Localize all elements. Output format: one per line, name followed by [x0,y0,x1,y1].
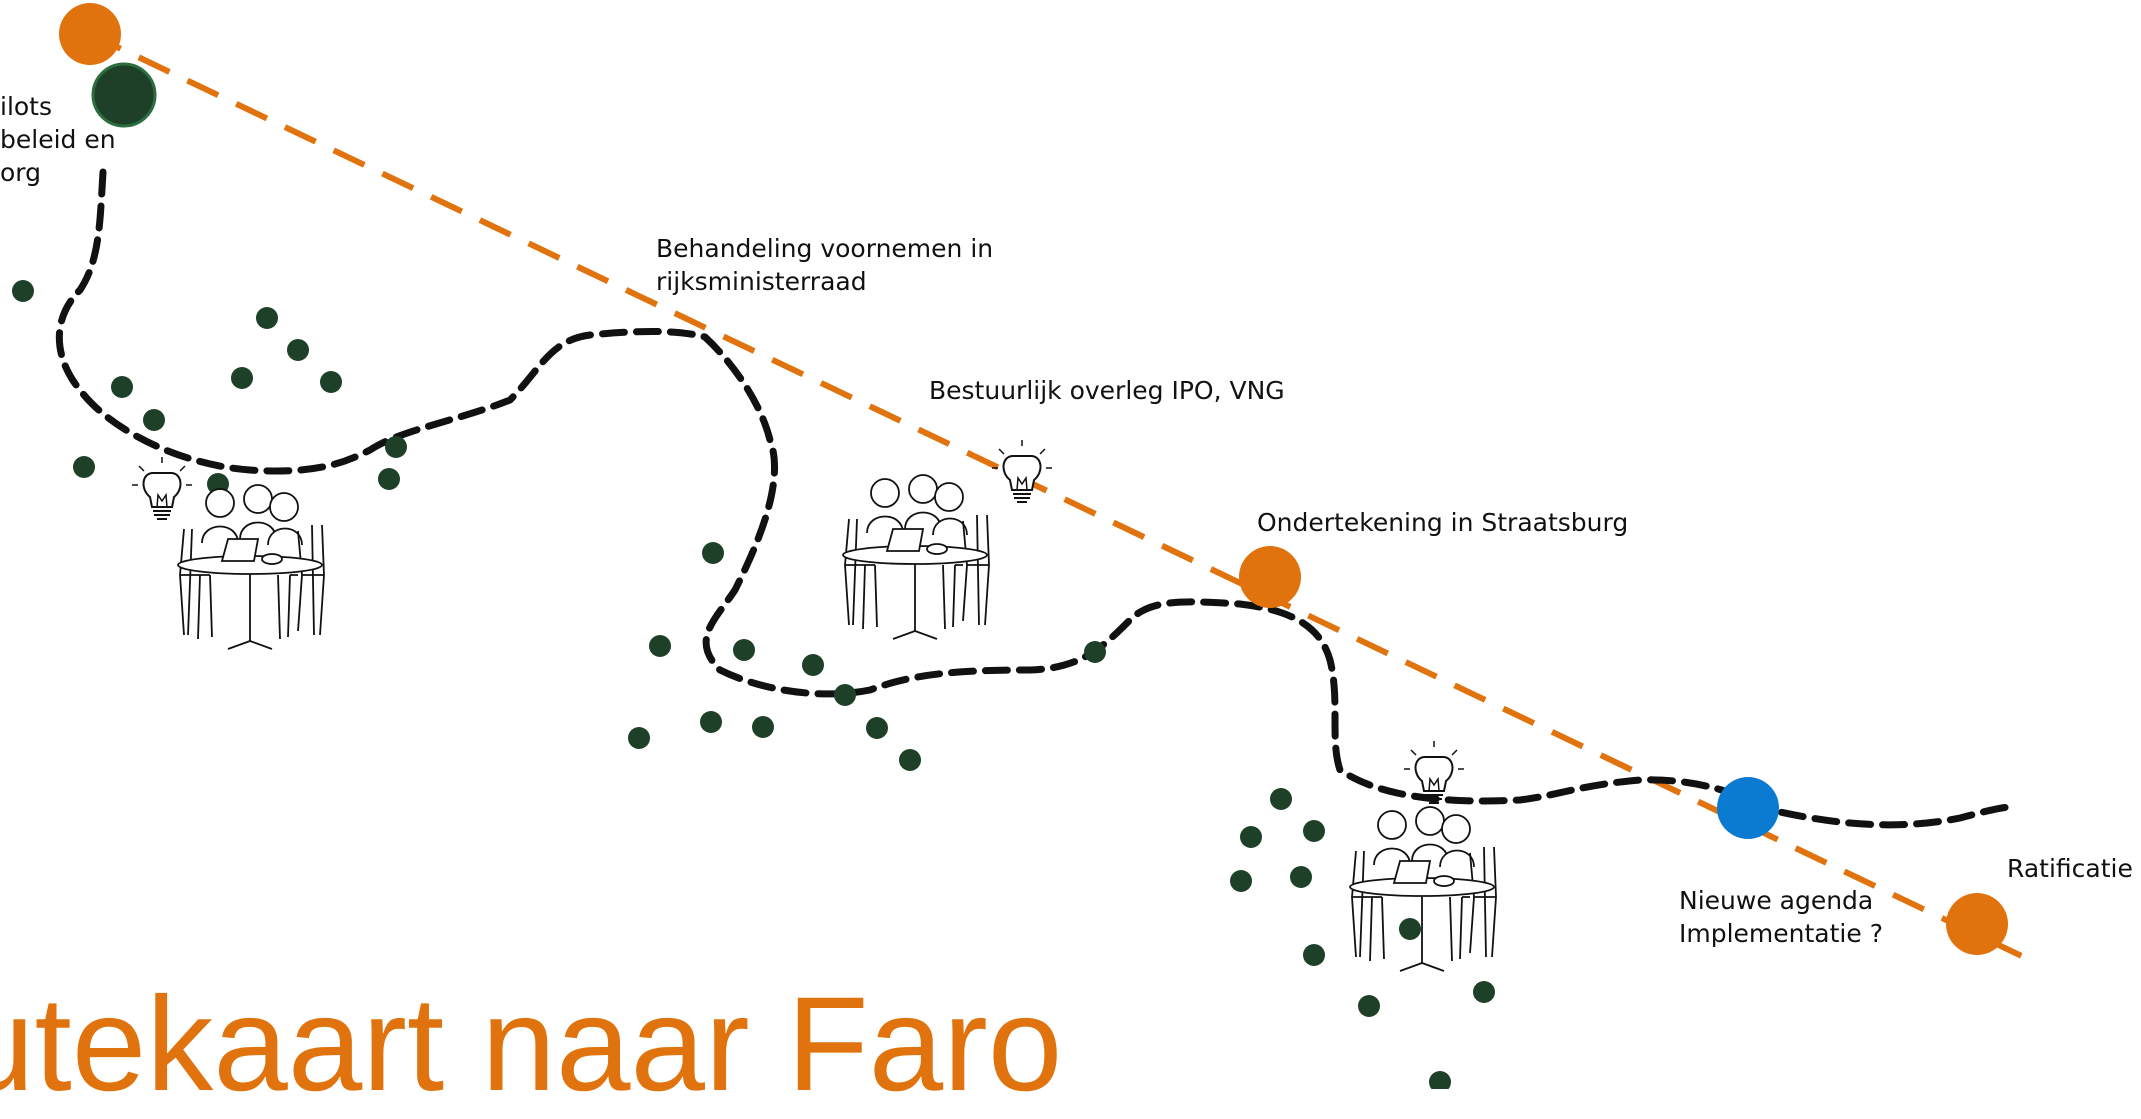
route-path [55,168,2019,829]
dot [1084,641,1106,663]
dot [320,371,342,393]
dot [1230,870,1252,892]
timeline-line [88,31,2032,963]
dot [1303,944,1325,966]
milestone-ratificatie [1946,893,2008,955]
dot [866,717,888,739]
dot [73,456,95,478]
dot [12,280,34,302]
label-rijksministerraad-line: rijksministerraad [656,267,867,296]
label-pilots: ilots beleid en org [0,90,116,189]
label-pilots-line: beleid en [0,125,116,154]
label-nieuwe-agenda: Nieuwe agenda Implementatie ? [1679,884,1883,950]
label-pilots-line: org [0,158,42,187]
milestone-nieuwe-agenda [1717,777,1779,839]
dot [231,367,253,389]
dot [834,684,856,706]
dot [378,468,400,490]
dot [1399,918,1421,940]
dot [1240,826,1262,848]
dot [1429,1071,1451,1089]
route-map [12,3,2032,1089]
dot [385,436,407,458]
meeting-table-icon [177,484,325,650]
label-ipo-vng: Bestuurlijk overleg IPO, VNG [929,376,1285,405]
dot [702,542,724,564]
dot [733,639,755,661]
dot [1270,788,1292,810]
dot [700,711,722,733]
dot [802,654,824,676]
lightbulb-icon [991,439,1053,503]
dot [1358,995,1380,1017]
dot [1303,820,1325,842]
dot [899,749,921,771]
lightbulb-icon [131,456,193,520]
dot [287,339,309,361]
milestone-start-orange [59,3,121,65]
label-rijksministerraad: Behandeling voornemen in rijksministerra… [656,232,993,298]
dot [1473,981,1495,1003]
dot [111,376,133,398]
label-pilots-line: ilots [0,92,53,121]
label-ratificatie: Ratificatie [2007,854,2133,883]
meeting-table-icon [1349,806,1497,972]
milestone-start-green [91,62,157,128]
dot [1290,866,1312,888]
dot [628,727,650,749]
dot [256,307,278,329]
label-straatsburg: Ondertekening in Straatsburg [1257,508,1629,537]
dot [752,716,774,738]
label-rijksministerraad-line: Behandeling voornemen in [656,234,994,263]
label-nieuwe-agenda-line: Implementatie ? [1679,919,1883,948]
label-nieuwe-agenda-line: Nieuwe agenda [1679,886,1874,915]
scatter-dots [12,280,1495,1089]
dot [143,409,165,431]
dot [649,635,671,657]
milestone-straatsburg [1239,546,1301,608]
meeting-table-icon [842,474,990,640]
page-title: utekaart naar Faro [0,970,1063,1119]
